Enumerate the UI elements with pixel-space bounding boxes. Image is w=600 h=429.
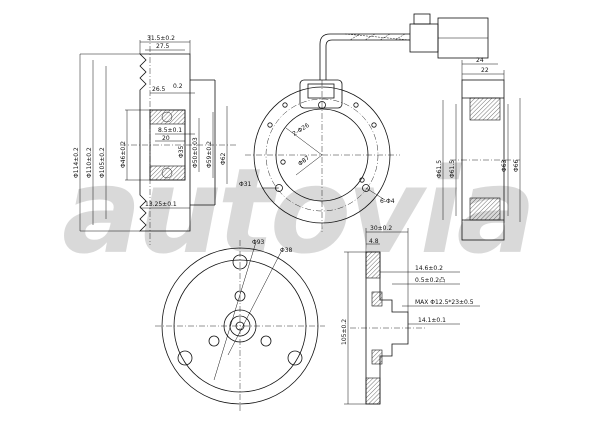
label-2-dia-26: 2-Φ26 <box>291 122 310 138</box>
dim-hub-30: 30±0.2 <box>370 225 392 232</box>
dim-hub-0-5: 0.5±0.2凸 <box>415 277 445 284</box>
dim-bearing-width: 20 <box>162 135 170 142</box>
dim-dia-50: Φ50±0.03 <box>192 137 199 168</box>
label-6-dia-4: 6-Φ4 <box>380 198 395 205</box>
label-dia-93: Φ93 <box>252 239 265 246</box>
label-dia-31: Φ31 <box>239 181 252 188</box>
hub-section-view: 30±0.2 4.8 14.6±0.2 0.5±0.2凸 MAX Φ12.5*2… <box>341 225 480 405</box>
dim-hub-14-1: 14.1±0.1 <box>418 317 446 324</box>
coil-side-view: 24 22 Φ61.5 Φ61.5 Φ63 Φ66 <box>436 57 521 241</box>
label-dia-38: Φ38 <box>280 247 293 254</box>
dim-dia-110: Φ110±0.2 <box>86 147 93 178</box>
dim-dia-46: Φ46±0.2 <box>120 141 127 168</box>
dim-dia-62: Φ62 <box>220 152 227 165</box>
hub-front-view: Φ93 Φ38 <box>155 239 325 412</box>
dim-dia-35: Φ35 <box>178 145 185 158</box>
dim-dia-105: Φ105±0.2 <box>99 147 106 178</box>
dim-dia-59: Φ59±0.2 <box>206 141 213 168</box>
dim-width-overall: 31.5±0.2 <box>147 35 175 42</box>
dim-coil-dia-63: Φ63 <box>501 159 508 172</box>
dim-width-inner: 26.5 <box>152 86 166 93</box>
dim-coil-22: 22 <box>481 67 489 74</box>
dim-dia-114: Φ114±0.2 <box>73 147 80 178</box>
dim-coil-24: 24 <box>476 57 484 64</box>
dim-hub-max-bolt: MAX Φ12.5*23±0.5 <box>415 299 474 306</box>
dim-bearing-offset: 8.5±0.1 <box>158 127 182 134</box>
dim-hub-4-8: 4.8 <box>369 238 379 245</box>
dim-width-inner-tol: 0.2 <box>173 83 183 90</box>
dim-coil-dia-66: Φ66 <box>513 159 520 172</box>
dim-bottom-offset: 13.25±0.1 <box>145 201 177 208</box>
pulley-section-view: 31.5±0.2 27.5 26.5 0.2 8.5±0.1 20 Φ114±0… <box>73 35 238 245</box>
dim-hub-105: 105±0.2 <box>341 319 348 345</box>
dim-coil-dia-2: Φ61.5 <box>449 160 456 178</box>
watermark-logo: autovia <box>62 142 532 280</box>
dim-hub-14-6: 14.6±0.2 <box>415 265 443 272</box>
dim-width-groove: 27.5 <box>156 43 170 50</box>
dim-coil-dia-1: Φ61.5 <box>436 160 443 178</box>
